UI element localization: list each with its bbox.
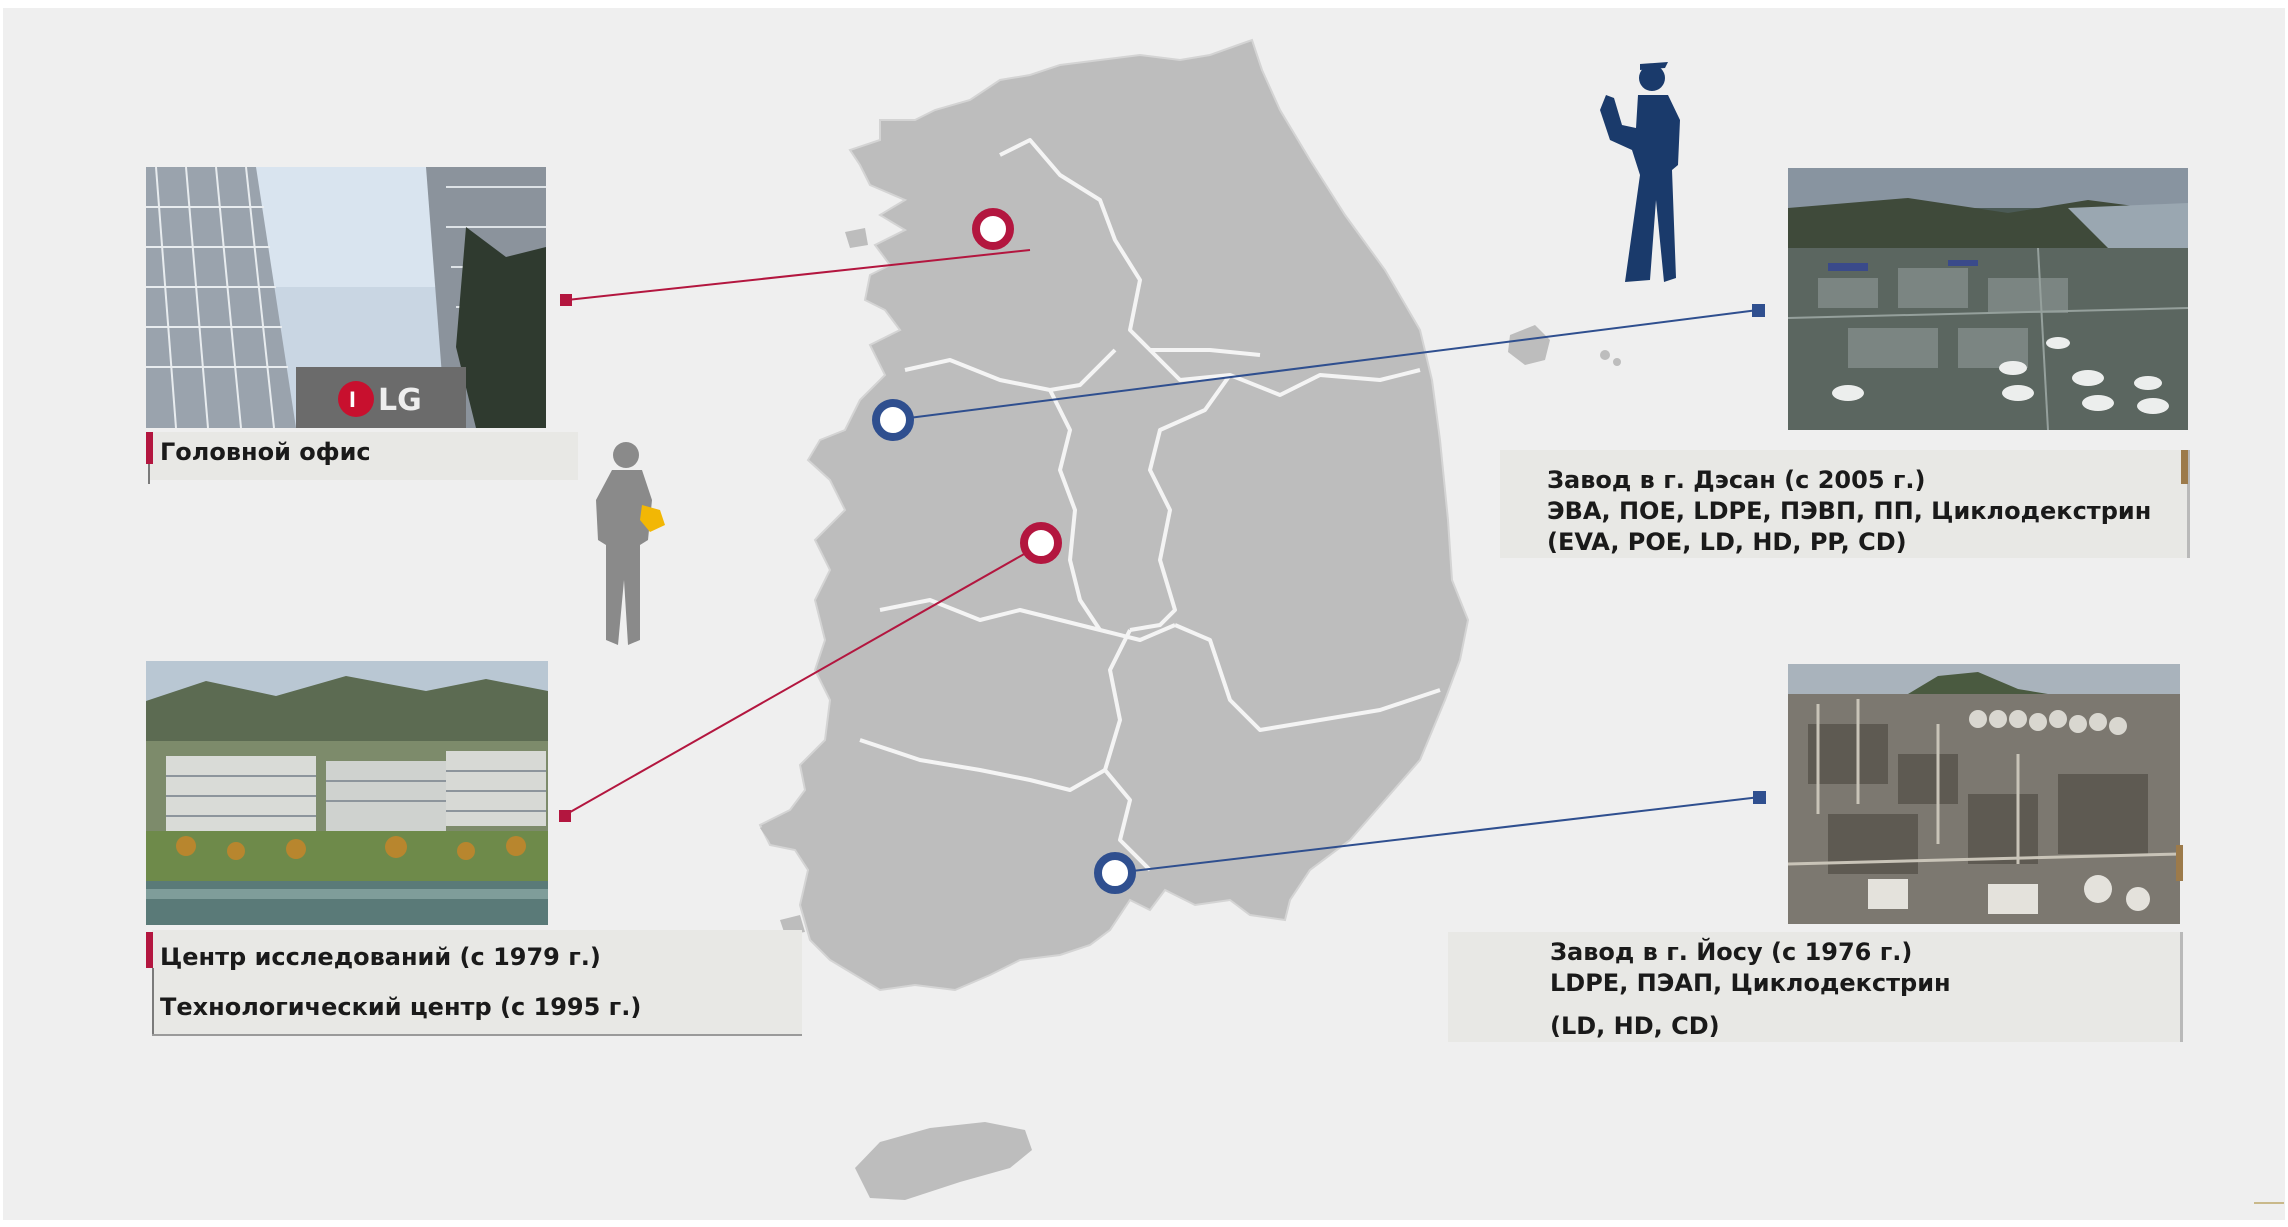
daesan-caption-box — [1500, 450, 2190, 558]
daesan-products-en: (EVA, POE, LD, HD, PP, CD) — [1547, 528, 1907, 556]
daesan-products: ЭВА, ПОЕ, LDPE, ПЭВП, ПП, Циклодекстрин — [1547, 497, 2152, 525]
head-office-line — [148, 464, 150, 484]
worker-silhouette-navy-icon — [1600, 62, 1680, 282]
jeju-island — [855, 1122, 1032, 1200]
marker-daesan — [872, 399, 914, 441]
connector-end-head-office — [560, 294, 572, 306]
yeosu-products-en: (LD, HD, CD) — [1550, 1012, 1720, 1040]
research-center-label: Центр исследований (с 1979 г.) — [160, 943, 601, 971]
province-borders — [859, 138, 1441, 872]
research-caption-box — [152, 930, 802, 1036]
lg-logo-text: LG — [378, 383, 422, 418]
connector-end-yeosu — [1753, 791, 1766, 804]
head-office-accent-bar — [146, 432, 153, 464]
dokdo-island — [1600, 350, 1610, 360]
corner-mark — [2254, 1202, 2284, 1204]
worker-silhouette-grey-icon — [596, 442, 665, 645]
svg-text:l: l — [349, 388, 356, 412]
connectors — [564, 249, 1761, 874]
yeosu-title: Завод в г. Йосу (с 1976 г.) — [1550, 938, 1913, 966]
daesan-gold-bar — [2181, 450, 2188, 484]
yeosu-caption-box — [1448, 932, 2183, 1042]
connector-yeosu — [1114, 796, 1761, 874]
research-center-photo — [146, 661, 548, 925]
connector-end-research — [559, 810, 571, 822]
daesan-title: Завод в г. Дэсан (с 2005 г.) — [1547, 466, 1926, 494]
head-office-caption-box — [150, 432, 578, 480]
connector-daesan — [892, 309, 1759, 421]
marker-head-office — [972, 208, 1014, 250]
korea-mainland — [758, 38, 1470, 992]
connector-head-office — [566, 249, 1031, 301]
daesan-plant-photo — [1788, 168, 2188, 430]
technology-center-label: Технологический центр (с 1995 г.) — [160, 993, 642, 1021]
research-line — [152, 968, 154, 1034]
connector-end-daesan — [1752, 304, 1765, 317]
research-accent-bar — [146, 932, 153, 968]
connector-research — [564, 544, 1041, 816]
marker-yeosu — [1094, 852, 1136, 894]
head-office-label: Головной офис — [160, 438, 371, 466]
yeosu-plant-photo — [1788, 664, 2180, 924]
ulleungdo-island — [1508, 325, 1550, 365]
yeosu-gold-bar — [2176, 845, 2183, 881]
head-office-photo: l LG — [146, 167, 546, 428]
yeosu-products: LDPE, ПЭАП, Циклодекстрин — [1550, 969, 1951, 997]
marker-research — [1020, 522, 1062, 564]
